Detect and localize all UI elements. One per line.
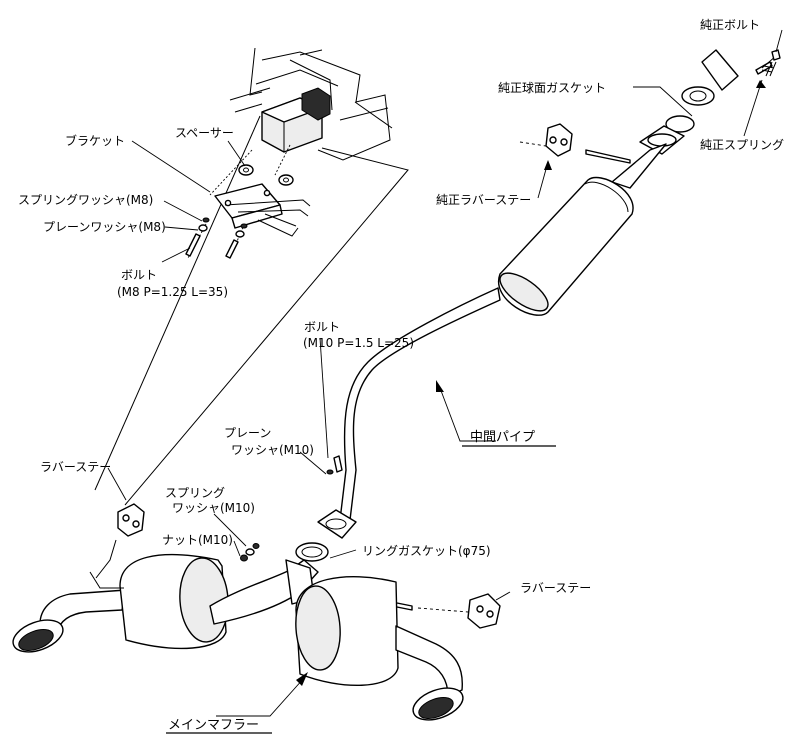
main-muffler bbox=[12, 554, 464, 721]
label-plain-washer-m10-1: プレーン bbox=[224, 426, 271, 440]
label-genuine-ball-gasket: 純正球面ガスケット bbox=[498, 81, 606, 95]
label-bolt-m10-spec: (M10 P=1.5 L=25) bbox=[303, 336, 414, 350]
label-spring-washer-m10-2: ワッシャ(M10) bbox=[172, 501, 255, 515]
label-main-muffler: メインマフラー bbox=[168, 718, 259, 733]
upstream-connection bbox=[665, 49, 777, 133]
main-muffler-arrow bbox=[216, 672, 308, 717]
leader-lines bbox=[107, 29, 783, 601]
m10-fasteners bbox=[240, 455, 343, 562]
detail-frame-lines bbox=[94, 115, 409, 506]
label-bolt-m10: ボルト bbox=[304, 320, 340, 334]
label-genuine-rubber-stay: 純正ラバーステー bbox=[436, 193, 531, 207]
label-spacer: スペーサー bbox=[175, 126, 234, 140]
bracket bbox=[214, 183, 311, 237]
spring-arrow bbox=[756, 80, 766, 88]
spacer-pair bbox=[238, 164, 294, 186]
label-plain-washer-m8: プレーンワッシャ(M8) bbox=[43, 220, 166, 234]
label-nut-m10: ナット(M10) bbox=[162, 533, 233, 547]
label-rubber-stay-right: ラバーステー bbox=[520, 581, 591, 595]
label-spring-washer-m10-1: スプリング bbox=[165, 486, 225, 500]
label-genuine-spring: 純正スプリング bbox=[700, 138, 784, 152]
genuine-rubber-stay bbox=[519, 123, 631, 164]
mid-pipe bbox=[317, 125, 685, 539]
label-bolt-m8-spec: (M8 P=1.25 L=35) bbox=[117, 285, 228, 299]
label-bolt-m8: ボルト bbox=[121, 268, 157, 282]
label-rubber-stay-left: ラバーステー bbox=[40, 460, 111, 474]
text-labels: 純正ボルト 純正球面ガスケット 純正スプリング 純正ラバーステー ブラケット ス… bbox=[18, 18, 784, 733]
label-plain-washer-m10-2: ワッシャ(M10) bbox=[231, 443, 314, 457]
label-mid-pipe: 中間パイプ bbox=[470, 430, 535, 445]
mid-pipe-arrow bbox=[436, 380, 496, 442]
label-bracket: ブラケット bbox=[65, 133, 125, 148]
left-rubber-stay bbox=[95, 503, 145, 579]
label-spring-washer-m8: スプリングワッシャ(M8) bbox=[18, 193, 153, 207]
label-ring-gasket: リングガスケット(φ75) bbox=[362, 544, 491, 558]
ring-gasket bbox=[295, 542, 329, 562]
label-genuine-bolt: 純正ボルト bbox=[700, 18, 760, 32]
rubber-stay-arrow bbox=[544, 160, 552, 170]
vehicle-body-mount bbox=[229, 47, 393, 161]
m8-fasteners bbox=[185, 217, 248, 259]
